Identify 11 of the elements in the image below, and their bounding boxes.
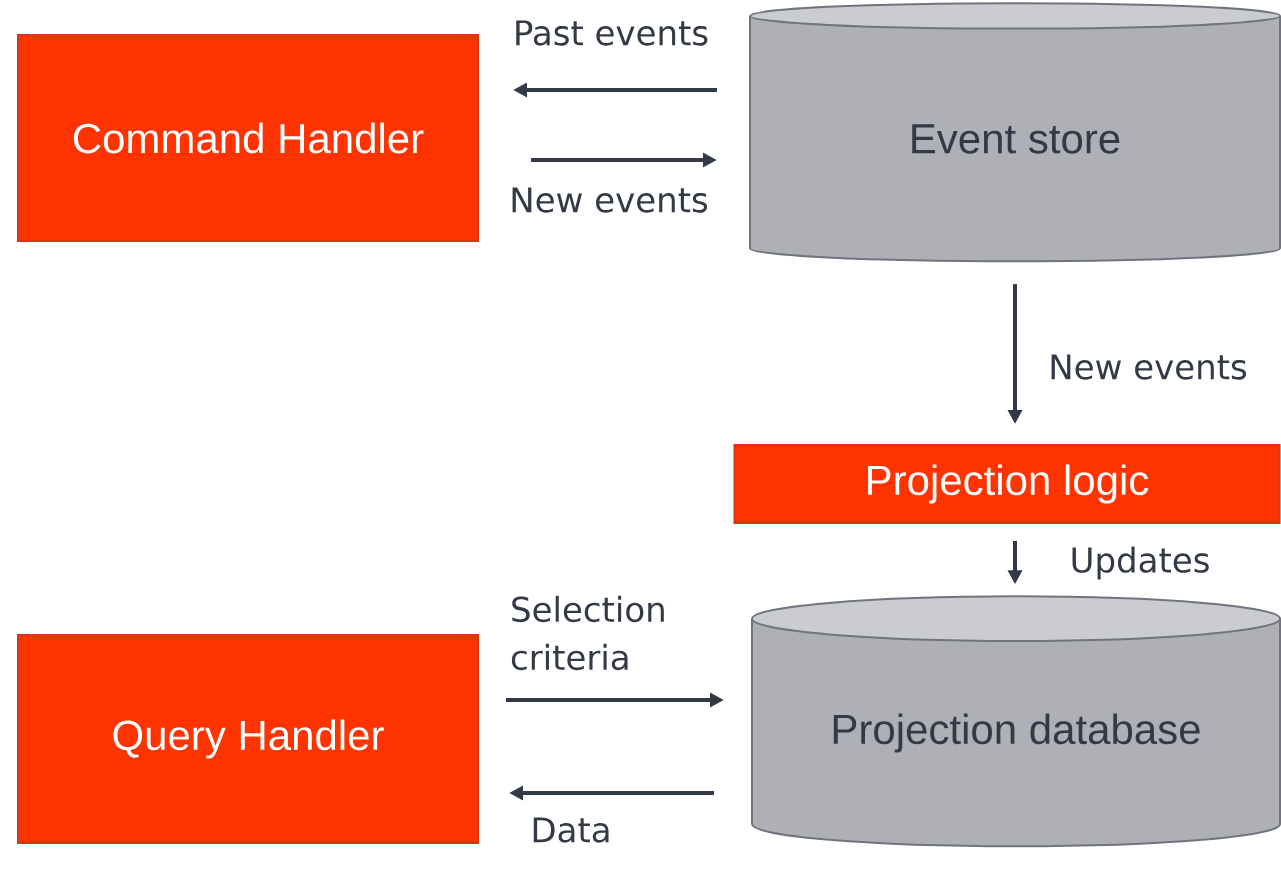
edge-label: Updates — [1072, 546, 1209, 580]
edge-label: Data — [533, 817, 609, 843]
edge-label: New events — [512, 187, 708, 213]
process-box: Command Handler — [17, 34, 479, 242]
edge-label: New events — [1051, 354, 1247, 380]
edge-label: Past events — [516, 20, 708, 46]
edge-label: Selection criteria — [511, 595, 664, 671]
process-box: Projection logic — [733, 444, 1281, 524]
process-box: Query Handler — [17, 634, 479, 844]
database-cylinder: Event store — [749, 2, 1281, 263]
database-cylinder: Projection database — [751, 595, 1281, 848]
